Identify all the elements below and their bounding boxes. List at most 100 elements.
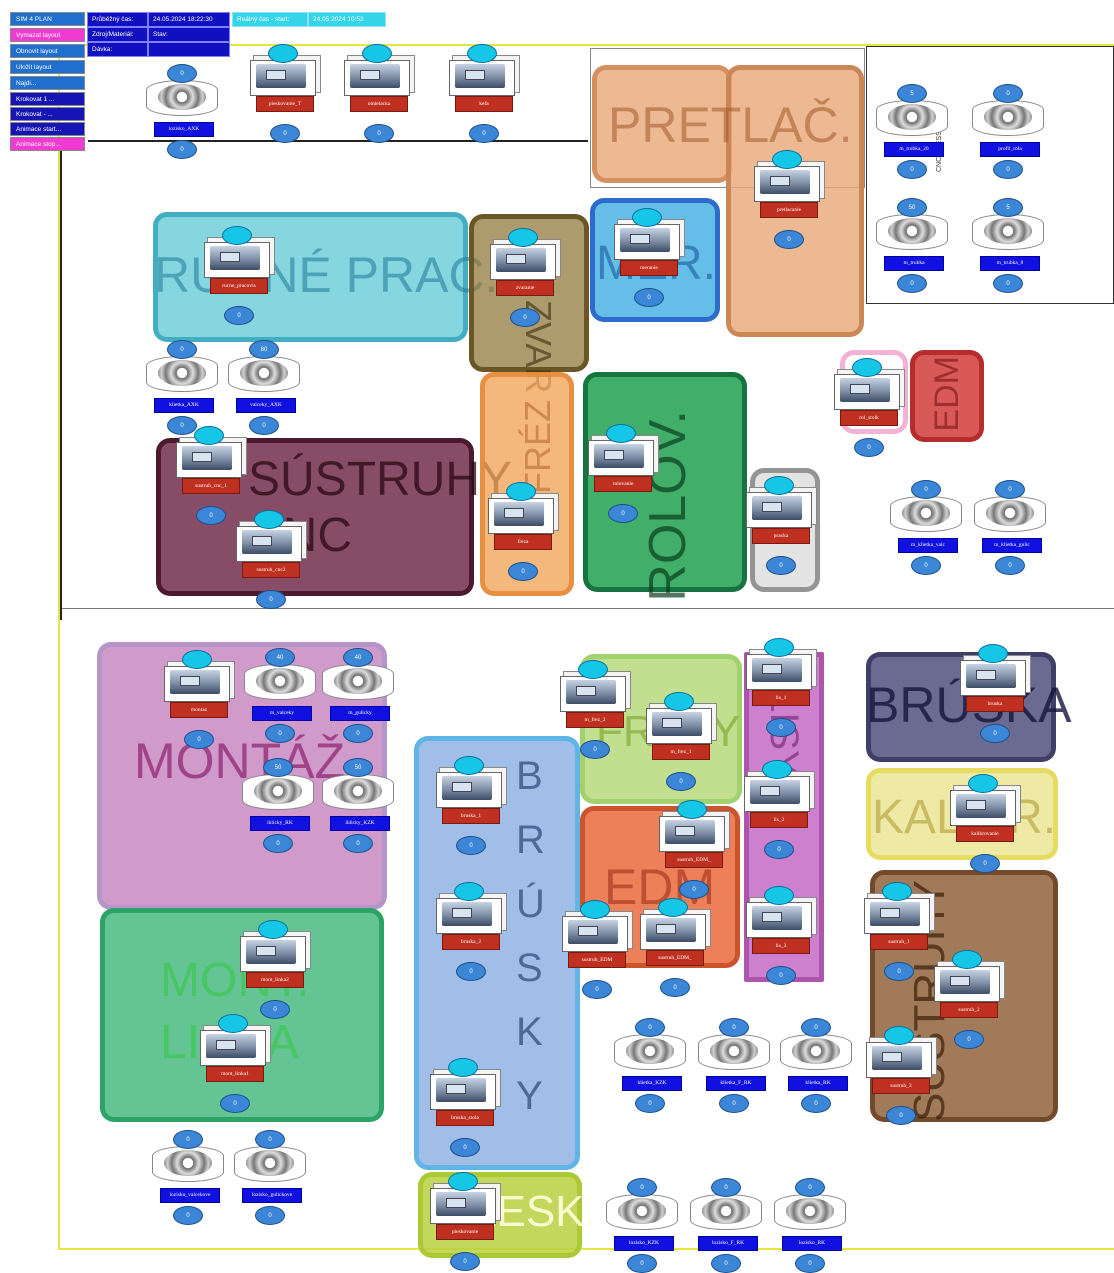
machine-queue-indicator[interactable] bbox=[658, 898, 688, 917]
machine-queue-indicator[interactable] bbox=[448, 1172, 478, 1191]
step-multi-button[interactable]: Krokovat - ... bbox=[10, 107, 85, 121]
machine-queue-indicator[interactable] bbox=[632, 208, 662, 227]
machine-image bbox=[752, 658, 802, 682]
material-store[interactable] bbox=[234, 1140, 306, 1184]
machine-queue-indicator[interactable] bbox=[218, 1014, 248, 1033]
machine[interactable] bbox=[558, 908, 630, 958]
machine-queue-indicator[interactable] bbox=[978, 644, 1008, 663]
machine-queue-indicator[interactable] bbox=[884, 1026, 914, 1045]
machine[interactable] bbox=[742, 646, 814, 696]
machine[interactable] bbox=[445, 52, 517, 102]
find-button[interactable]: Najdi... bbox=[10, 76, 85, 90]
machine[interactable] bbox=[655, 808, 727, 858]
machine-queue-indicator[interactable] bbox=[254, 510, 284, 529]
machine-queue-indicator[interactable] bbox=[952, 950, 982, 969]
zone-edm-top[interactable] bbox=[910, 350, 984, 442]
machine-queue-indicator[interactable] bbox=[578, 660, 608, 679]
machine-queue-indicator[interactable] bbox=[222, 226, 252, 245]
material-store[interactable] bbox=[322, 658, 394, 702]
material-store[interactable] bbox=[972, 94, 1044, 138]
zone-rolov[interactable] bbox=[583, 372, 747, 592]
machine-queue-indicator[interactable] bbox=[268, 44, 298, 63]
machine-queue-indicator[interactable] bbox=[448, 1058, 478, 1077]
machine-queue-indicator[interactable] bbox=[362, 44, 392, 63]
machine-queue-indicator[interactable] bbox=[580, 900, 610, 919]
machine[interactable] bbox=[830, 366, 902, 416]
machine[interactable] bbox=[584, 432, 656, 482]
machine[interactable] bbox=[956, 652, 1028, 702]
machine[interactable] bbox=[742, 484, 814, 534]
material-store[interactable] bbox=[146, 74, 218, 118]
machine[interactable] bbox=[232, 518, 304, 568]
machine-queue-indicator[interactable] bbox=[454, 756, 484, 775]
material-store[interactable] bbox=[146, 350, 218, 394]
restore-layout-button[interactable]: Obnovit layout bbox=[10, 44, 85, 58]
machine-queue-indicator[interactable] bbox=[762, 760, 792, 779]
machine-queue-indicator[interactable] bbox=[677, 800, 707, 819]
machine[interactable] bbox=[946, 782, 1018, 832]
clear-layout-button[interactable]: Vymazat layout bbox=[10, 28, 85, 42]
machine[interactable] bbox=[860, 890, 932, 940]
machine-queue-indicator[interactable] bbox=[764, 886, 794, 905]
machine-queue-indicator[interactable] bbox=[454, 882, 484, 901]
machine[interactable] bbox=[556, 668, 628, 718]
material-store[interactable] bbox=[614, 1028, 686, 1072]
machine-queue-indicator[interactable] bbox=[506, 482, 536, 501]
machine[interactable] bbox=[426, 1180, 498, 1230]
store-stock-bottom: 0 bbox=[911, 556, 941, 575]
machine-queue-indicator[interactable] bbox=[664, 692, 694, 711]
machine-queue-indicator[interactable] bbox=[606, 424, 636, 443]
machine-queue-indicator[interactable] bbox=[194, 426, 224, 445]
animation-stop-button[interactable]: Animace stop... bbox=[10, 137, 85, 151]
material-store[interactable] bbox=[774, 1188, 846, 1232]
store-stock-top: 0 bbox=[711, 1178, 741, 1197]
material-store[interactable] bbox=[972, 208, 1044, 252]
machine-queue-indicator[interactable] bbox=[852, 358, 882, 377]
material-store[interactable] bbox=[876, 94, 948, 138]
machine[interactable] bbox=[740, 768, 812, 818]
machine[interactable] bbox=[930, 958, 1002, 1008]
zone-pretlac[interactable] bbox=[592, 65, 732, 183]
store-label: lozisko_RK bbox=[782, 1236, 842, 1251]
store-stock-top: 50 bbox=[263, 758, 293, 777]
animation-start-button[interactable]: Animace start... bbox=[10, 122, 85, 136]
sim4plan-button[interactable]: SIM 4 PLAN bbox=[10, 12, 85, 26]
material-store[interactable] bbox=[876, 208, 948, 252]
material-store[interactable] bbox=[698, 1028, 770, 1072]
machine-queue-indicator[interactable] bbox=[764, 638, 794, 657]
machine[interactable] bbox=[484, 490, 556, 540]
machine-queue-indicator[interactable] bbox=[182, 650, 212, 669]
machine-label: kefa bbox=[455, 96, 513, 112]
machine-image bbox=[210, 246, 260, 270]
machine[interactable] bbox=[486, 236, 558, 286]
material-store[interactable] bbox=[244, 658, 316, 702]
machine-counter: 0 bbox=[660, 978, 690, 997]
machine[interactable] bbox=[610, 216, 682, 266]
machine[interactable] bbox=[742, 894, 814, 944]
machine[interactable] bbox=[432, 764, 504, 814]
machine-queue-indicator[interactable] bbox=[772, 150, 802, 169]
machine-queue-indicator[interactable] bbox=[764, 476, 794, 495]
machine[interactable] bbox=[196, 1022, 268, 1072]
machine[interactable] bbox=[236, 928, 308, 978]
material-store[interactable] bbox=[322, 768, 394, 812]
material-store[interactable] bbox=[228, 350, 300, 394]
step-one-button[interactable]: Krokovat 1 ... bbox=[10, 92, 85, 106]
machine-queue-indicator[interactable] bbox=[882, 882, 912, 901]
store-stock-bottom: 0 bbox=[343, 724, 373, 743]
machine[interactable] bbox=[862, 1034, 934, 1084]
machine-queue-indicator[interactable] bbox=[508, 228, 538, 247]
machine-image bbox=[242, 530, 292, 554]
machine[interactable] bbox=[750, 158, 822, 208]
machine-queue-indicator[interactable] bbox=[968, 774, 998, 793]
machine-queue-indicator[interactable] bbox=[467, 44, 497, 63]
save-layout-button[interactable]: Uložit layout bbox=[10, 60, 85, 74]
material-store[interactable] bbox=[890, 490, 962, 534]
machine-image bbox=[956, 794, 1006, 818]
machine-queue-indicator[interactable] bbox=[258, 920, 288, 939]
machine[interactable] bbox=[426, 1066, 498, 1116]
machine-label: bruska_1 bbox=[442, 808, 500, 824]
machine[interactable] bbox=[246, 52, 318, 102]
material-store[interactable] bbox=[780, 1028, 852, 1072]
machine[interactable] bbox=[642, 700, 714, 750]
